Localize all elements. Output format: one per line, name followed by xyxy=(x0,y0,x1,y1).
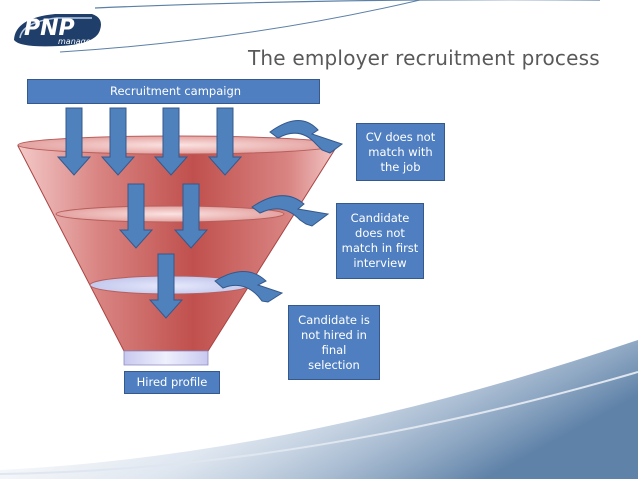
rejection-line: selection xyxy=(308,357,360,372)
down-arrow-7 xyxy=(148,253,184,319)
down-arrow-5 xyxy=(118,183,154,249)
recruitment-campaign-label: Recruitment campaign xyxy=(110,84,242,98)
rejection-line: final xyxy=(321,342,347,357)
logo-subtitle: manager xyxy=(58,37,95,46)
logo-brand: PNP xyxy=(24,16,75,41)
hired-profile-box: Hired profile xyxy=(124,371,220,394)
down-arrow-6 xyxy=(173,183,209,249)
candidate-flow-arrows xyxy=(56,107,243,319)
rejection-line: the job xyxy=(380,159,421,174)
rejection-line: not hired in xyxy=(301,327,367,342)
rejection-line: interview xyxy=(353,256,407,270)
hired-profile-label: Hired profile xyxy=(136,375,208,389)
rejection-line: match in first xyxy=(341,241,419,255)
rejection-line: match with xyxy=(368,144,433,159)
rejection-arrows xyxy=(214,120,344,303)
rejection-line: does not xyxy=(355,226,405,240)
down-arrow-3 xyxy=(153,107,189,176)
rejection-box-cv-mismatch: CV does not match with the job xyxy=(356,123,445,181)
recruitment-campaign-box: Recruitment campaign xyxy=(27,79,320,104)
rejection-line: CV does not xyxy=(365,129,436,144)
curved-arrow-3 xyxy=(214,271,284,303)
funnel xyxy=(17,135,338,366)
down-arrow-2 xyxy=(100,107,136,176)
rejection-box-first-interview: Candidate does not match in first interv… xyxy=(336,203,424,279)
pnp-logo: PNP manager xyxy=(14,14,101,47)
down-arrow-4 xyxy=(207,107,243,176)
page-title: The employer recruitment process xyxy=(248,46,600,70)
rejection-line: Candidate is xyxy=(298,312,370,327)
rejection-box-final-selection: Candidate is not hired in final selectio… xyxy=(288,305,380,380)
down-arrow-1 xyxy=(56,107,92,176)
curved-arrow-2 xyxy=(251,195,330,227)
rejection-line: Candidate xyxy=(350,211,410,225)
curved-arrow-1 xyxy=(269,120,344,154)
